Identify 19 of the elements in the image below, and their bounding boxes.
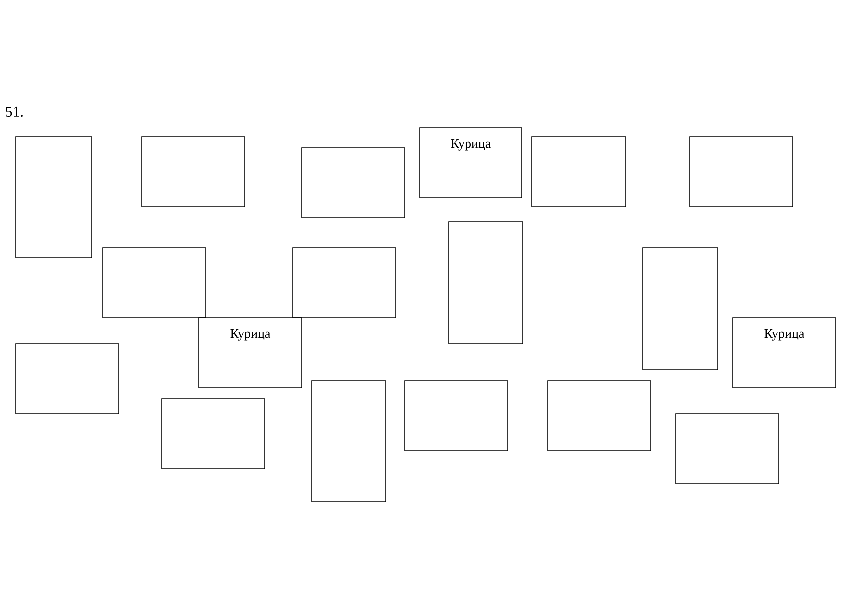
empty-box xyxy=(16,136,92,258)
empty-box xyxy=(312,380,386,502)
empty-box xyxy=(690,136,794,208)
empty-box xyxy=(292,248,396,318)
empty-box xyxy=(532,136,626,208)
empty-box xyxy=(548,380,652,452)
empty-box xyxy=(676,414,780,484)
labeled-box: Курица xyxy=(198,318,302,388)
empty-box xyxy=(102,248,206,318)
empty-box xyxy=(162,398,266,470)
empty-box xyxy=(642,248,718,370)
exercise-number: 51. xyxy=(6,106,23,118)
labeled-box: Курица xyxy=(420,128,522,198)
empty-box xyxy=(448,222,524,344)
empty-box xyxy=(302,148,406,218)
empty-box xyxy=(142,136,246,208)
empty-box xyxy=(16,344,120,414)
labeled-box: Курица xyxy=(732,318,836,388)
empty-box xyxy=(404,380,508,452)
